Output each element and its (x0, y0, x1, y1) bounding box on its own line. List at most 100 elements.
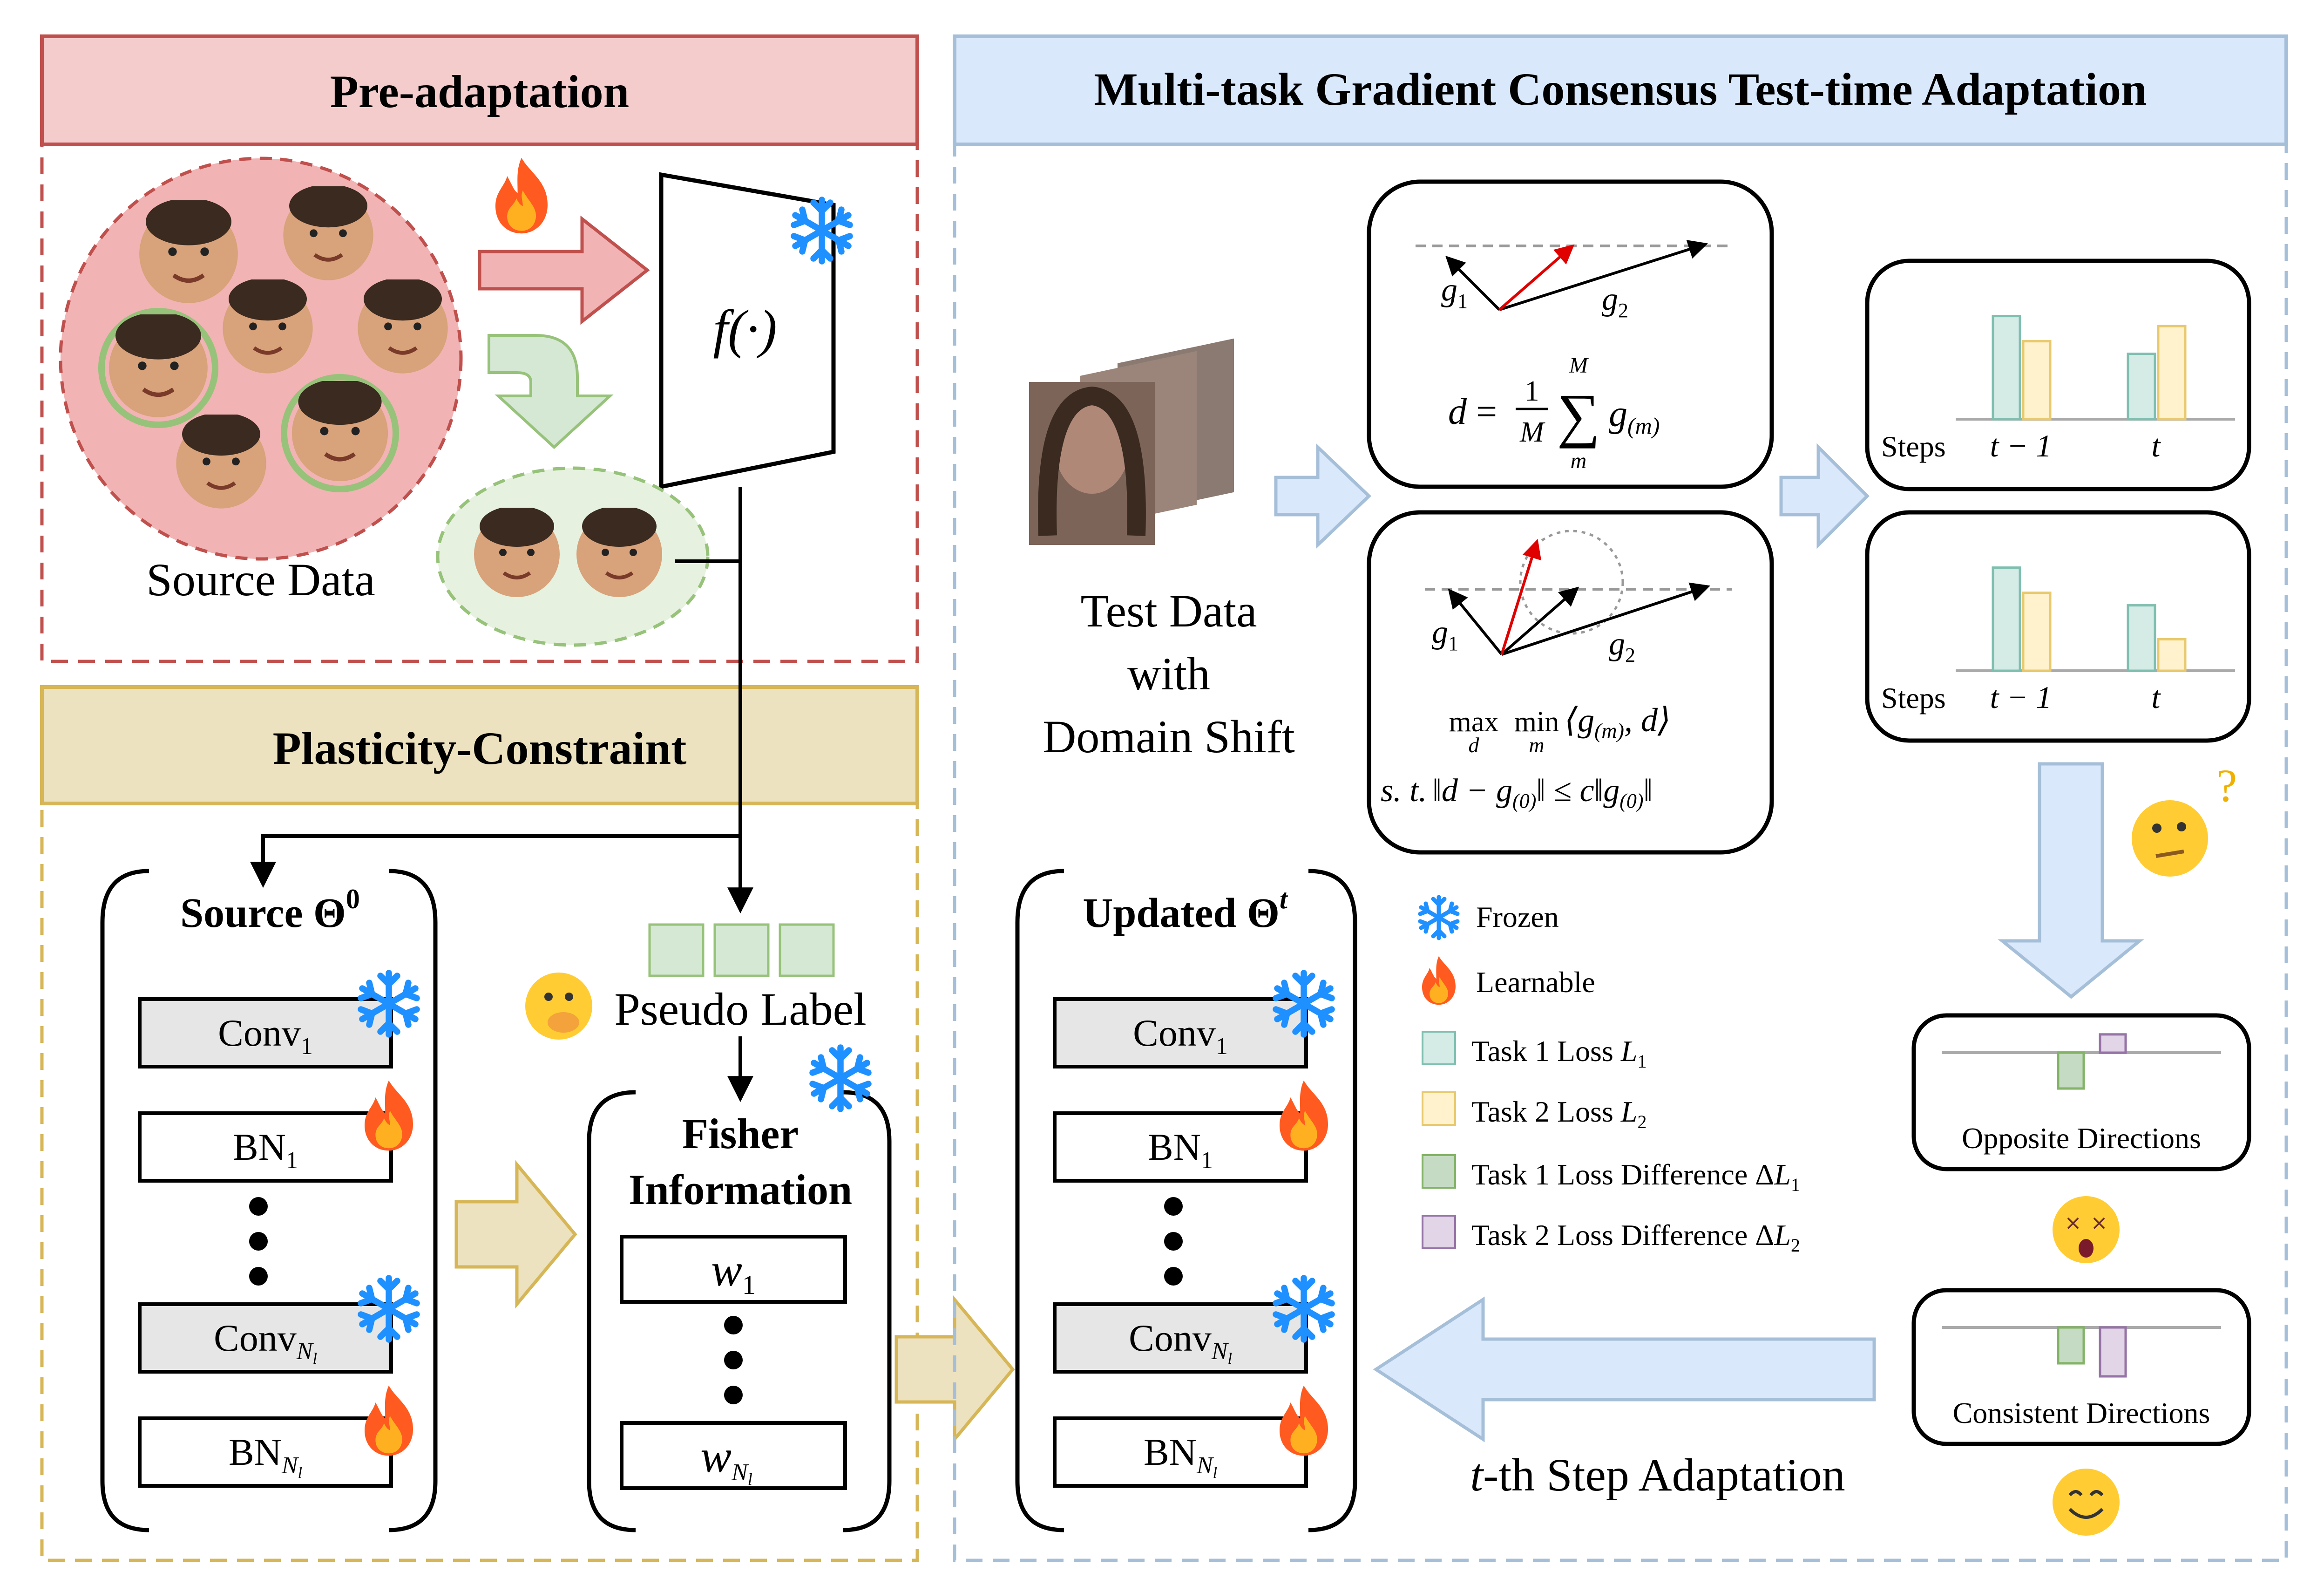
source-face-image (283, 184, 373, 280)
test-image-hair (1038, 386, 1146, 536)
selected-face-ring (281, 374, 399, 492)
formula-constraint: s. t.‖d − g(0)‖ ≤ c‖g(0)‖ (1381, 773, 1653, 812)
source-face-image (223, 278, 312, 374)
source-face-image (176, 413, 266, 509)
plasticity-body (40, 802, 919, 1562)
task2-loss-bar (2157, 325, 2187, 421)
formula-inner-product: ⟨g(m), d⟩ (1565, 701, 1671, 742)
test-data-line1: Test Data (1081, 585, 1257, 637)
consensus-gradient-formula: g1 g2 max d min m ⟨g(m), d⟩ s. t.‖d − g(… (1367, 510, 1774, 855)
pre-adaptation-body (40, 143, 919, 663)
legend-task2-diff: Task 2 Loss Difference ΔL2 (1471, 1218, 1800, 1256)
formula-frac-num: 1 (1525, 375, 1539, 407)
fisher-title-line1: Fisher (682, 1110, 799, 1157)
steps-tick-label: t − 1 (1990, 680, 2052, 715)
steps-tick-label: t (2152, 680, 2161, 715)
pseudo-label-square (648, 923, 705, 977)
selected-face-image (576, 506, 662, 597)
task1-loss-bar (1992, 315, 2021, 421)
updated-bracket-right (1308, 869, 1357, 1532)
source-layer-label: BNNl (229, 1431, 302, 1482)
pre-adaptation-title-box (40, 34, 919, 146)
gradient-g1-arrow (1445, 256, 1501, 311)
updated-layer-label: Conv1 (1133, 1012, 1228, 1060)
mgc-panel: Multi-task Gradient Consensus Test-time … (953, 34, 2288, 1562)
formula-term: g(m) (1609, 394, 1660, 439)
ellipsis-dot (1164, 1232, 1183, 1251)
source-bracket-left (100, 869, 149, 1532)
g1-label: g1 (1432, 614, 1458, 655)
ellipsis-dot (1164, 1197, 1183, 1216)
legend-task1-diff: Task 1 Loss Difference ΔL1 (1471, 1158, 1800, 1195)
task2-loss-bar (2022, 592, 2052, 672)
dizzy-emoji-icon: × × (2053, 1196, 2120, 1263)
legend: Frozen Learnable Task 1 Loss L1 Task 2 L… (1420, 897, 1800, 1256)
ellipsis-dot (249, 1197, 268, 1216)
flame-icon (1280, 1385, 1328, 1456)
flame-icon (365, 1385, 413, 1456)
svg-text:×: × (2065, 1211, 2082, 1235)
source-bracket-right (388, 869, 438, 1532)
source-face-image (358, 278, 447, 374)
source-layer-bn (138, 1111, 393, 1183)
thinking-emoji-icon: ? (2132, 760, 2237, 877)
task1-loss-bar (1992, 566, 2021, 672)
step-adaptation-arrow (1373, 1296, 1876, 1443)
step-adaptation-label: t-th Step Adaptation (1470, 1449, 1845, 1501)
legend-learnable: Learnable (1476, 966, 1595, 999)
task1-loss-bar (2127, 604, 2156, 672)
formula-min-sub: m (1529, 733, 1544, 757)
plasticity-panel: Plasticity-Constraint Source Θ0 Conv1BN1… (40, 561, 919, 1562)
steps-tick-label: t (2152, 428, 2161, 463)
ellipsis-dot (249, 1267, 268, 1286)
legend-frozen: Frozen (1476, 900, 1559, 933)
pre-to-model-arrow (478, 215, 650, 325)
updated-bracket-left (1015, 869, 1064, 1532)
steps-chart-box (1865, 259, 2251, 491)
constraint-circle (1519, 530, 1624, 635)
formula-box-top (1367, 179, 1774, 489)
source-layer-label: Conv1 (218, 1012, 313, 1060)
g1-label: g1 (1441, 272, 1468, 313)
task2-diff-bar (2099, 1033, 2127, 1054)
fisher-information: Fisher Information w1 wNl (587, 1048, 892, 1532)
source-layer-bn (138, 1416, 393, 1488)
plasticity-title: Plasticity-Constraint (273, 722, 687, 774)
legend-task2-loss: Task 2 Loss L2 (1471, 1095, 1646, 1132)
updated-model-title: Updated Θt (1083, 884, 1288, 936)
pseudo-label-square (713, 923, 770, 977)
flame-icon (365, 1080, 413, 1151)
selected-face-image (474, 506, 560, 597)
gradient-mid-arrow (1501, 586, 1579, 656)
task1-loss-bar (2127, 353, 2156, 421)
legend-task1-swatch (1422, 1031, 1456, 1065)
model-f-trapezoid (659, 172, 836, 490)
task2-diff-bar (2099, 1326, 2127, 1378)
formula-max: max (1449, 706, 1499, 738)
snowflake-icon (1420, 897, 1457, 938)
updated-layer-label: BNNl (1144, 1431, 1217, 1482)
direction-label: Opposite Directions (1962, 1122, 2201, 1155)
ellipsis-dot (249, 1232, 268, 1251)
ellipsis-dot (724, 1351, 743, 1369)
test-image-face (1055, 401, 1129, 494)
source-data-label: Source Data (146, 554, 375, 606)
source-model-title: Source Θ0 (180, 884, 360, 936)
updated-layer-conv (1053, 997, 1308, 1068)
ellipsis-dot (724, 1386, 743, 1404)
formula-frac-den: M (1519, 416, 1545, 448)
mgc-body (953, 143, 2288, 1562)
gradient-g2-arrow (1501, 582, 1710, 656)
source-layer-label: BN1 (233, 1126, 298, 1174)
updated-layer-label: ConvNl (1129, 1317, 1232, 1368)
source-face-image (139, 198, 238, 303)
steps-to-directions-arrow (1998, 762, 2144, 999)
task2-loss-bar (2157, 638, 2187, 672)
source-face-images (98, 184, 448, 509)
pseudo-label-text: Pseudo Label (614, 983, 867, 1035)
